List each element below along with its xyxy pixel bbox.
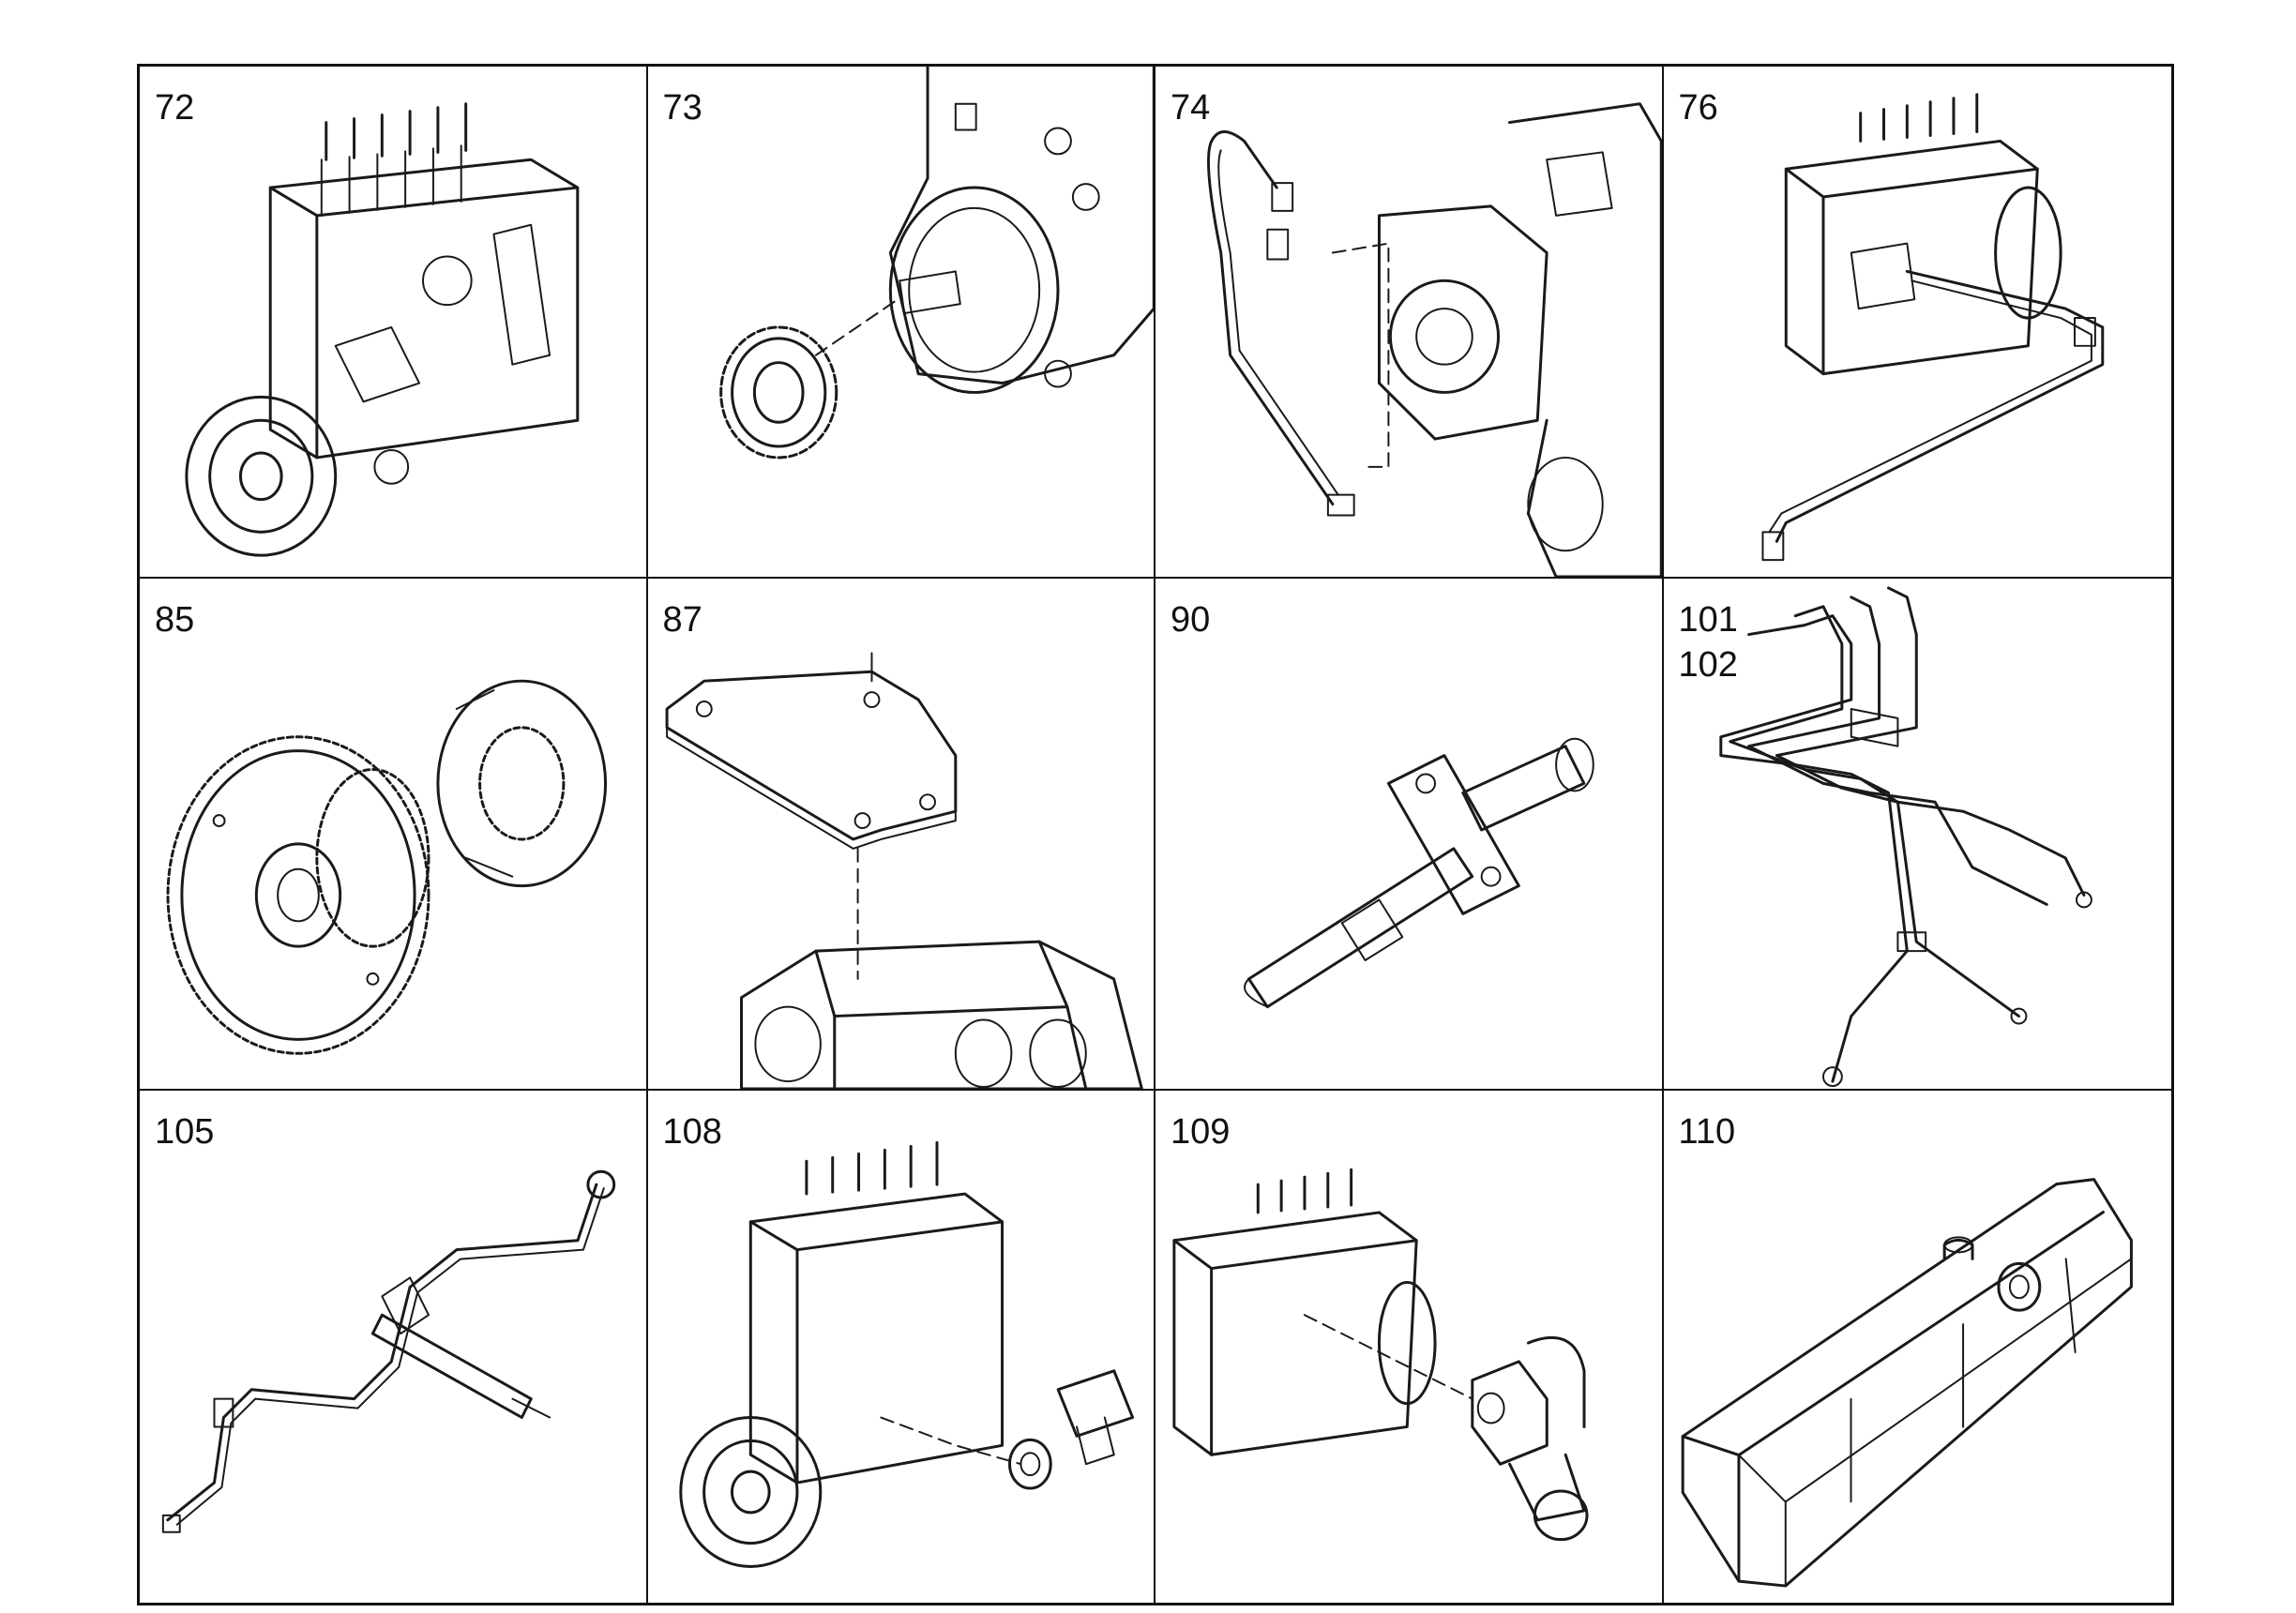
part-number-label: 109 bbox=[1171, 1112, 1231, 1152]
part-cell-74[interactable]: 74 bbox=[1156, 67, 1664, 579]
part-cell-76[interactable]: 76 bbox=[1663, 67, 2171, 579]
part-number-label: 72 bbox=[155, 88, 195, 128]
part-cell-87[interactable]: 87 bbox=[647, 579, 1156, 1091]
timing-gear-icon bbox=[166, 679, 608, 1055]
part-cell-109[interactable]: 109 bbox=[1156, 1091, 1664, 1603]
injection-pipes-icon bbox=[1718, 586, 2092, 1088]
drive-gear-icon bbox=[718, 67, 1154, 460]
injector-icon bbox=[1244, 737, 1594, 1009]
cover-plate-icon bbox=[665, 652, 1143, 1089]
part-cell-101-102[interactable]: 101 102 bbox=[1663, 579, 2171, 1091]
pump-with-plug-icon bbox=[678, 1140, 1134, 1568]
part-cell-105[interactable]: 105 bbox=[140, 1091, 648, 1603]
part-number-label: 110 bbox=[1678, 1112, 1736, 1152]
part-number-label: 105 bbox=[155, 1112, 215, 1152]
part-cell-90[interactable]: 90 bbox=[1156, 579, 1664, 1091]
leak-off-pipe-icon bbox=[161, 1169, 616, 1533]
part-cell-72[interactable]: 72 bbox=[140, 67, 648, 579]
part-number-label: 76 bbox=[1678, 88, 1718, 128]
part-number-label: 102 bbox=[1678, 645, 1738, 685]
injection-pump-icon bbox=[185, 102, 580, 557]
part-cell-85[interactable]: 85 bbox=[140, 579, 648, 1091]
part-number-label: 108 bbox=[662, 1112, 722, 1152]
part-number-label: 85 bbox=[155, 600, 195, 640]
part-number-label: 90 bbox=[1171, 600, 1211, 640]
part-cell-73[interactable]: 73 bbox=[647, 67, 1156, 579]
rocker-cover-icon bbox=[1681, 1178, 2133, 1588]
part-cell-110[interactable]: 110 bbox=[1664, 1091, 2172, 1603]
part-cell-108[interactable]: 108 bbox=[648, 1091, 1156, 1603]
part-number-label: 73 bbox=[662, 88, 702, 128]
pump-with-valve-icon bbox=[1172, 1168, 1589, 1542]
pump-with-pipe-icon bbox=[1760, 93, 2104, 562]
part-number-label: 101 bbox=[1678, 600, 1738, 640]
part-number-label: 87 bbox=[662, 600, 702, 640]
part-number-label: 74 bbox=[1171, 88, 1211, 128]
parts-grid: 72 73 bbox=[137, 64, 2174, 1605]
fuel-line-icon bbox=[1206, 102, 1662, 577]
